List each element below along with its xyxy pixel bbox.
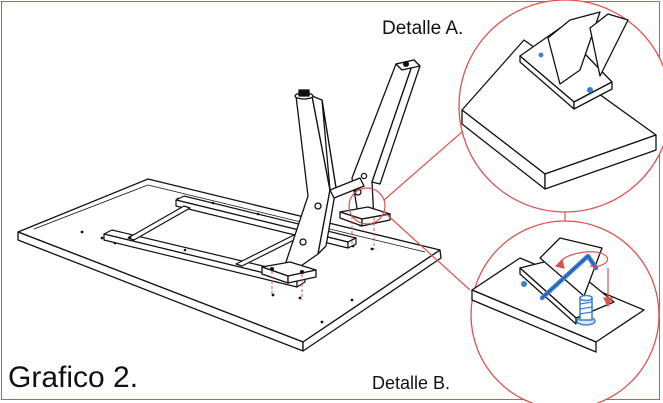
figure-caption: Grafico 2.: [8, 361, 139, 394]
leg-front: [261, 89, 337, 284]
detail-a-label: Detalle A.: [382, 18, 464, 39]
leg-back: [329, 59, 421, 227]
screw-guides: [271, 216, 375, 300]
detail-a-view: [458, 0, 663, 213]
detail-b-label: Detalle B.: [372, 373, 451, 393]
down-arrow-icon: [603, 268, 613, 308]
bolt-icon: [576, 294, 596, 326]
rotate-arrow-icon: [554, 251, 609, 269]
detail-b-view: [470, 220, 660, 403]
